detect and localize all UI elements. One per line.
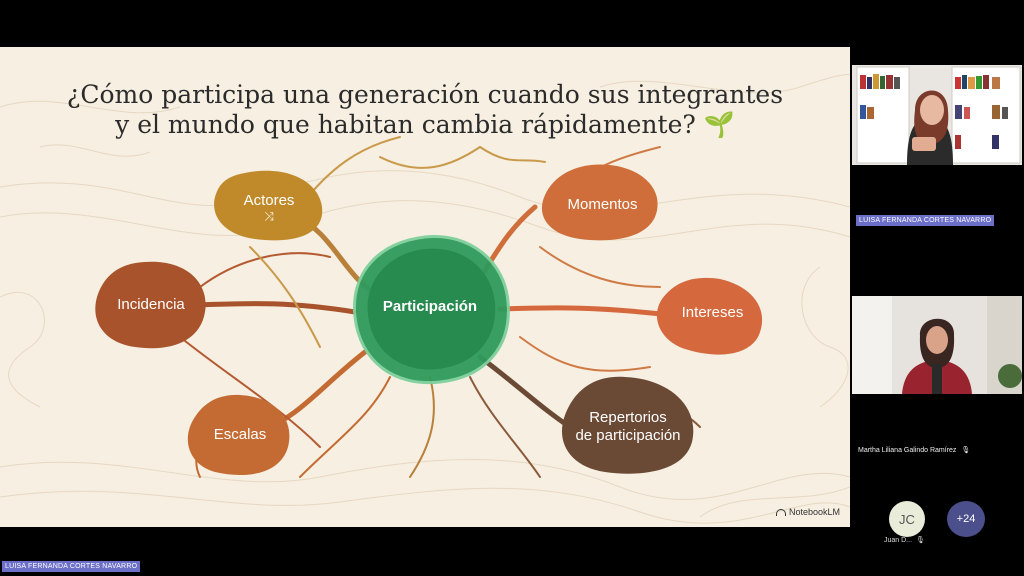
node-repertorios-label-line1: Repertorios	[589, 409, 667, 426]
more-participants-count: +24	[956, 513, 976, 525]
center-node-label: Participación	[382, 298, 478, 315]
participant-video-luisa	[852, 65, 1022, 165]
node-actores: Actores ⤨	[215, 187, 323, 227]
room-background	[852, 296, 1022, 394]
node-intereses-label: Intereses	[681, 304, 744, 321]
participant-avatar-jc[interactable]: JC	[889, 501, 925, 537]
more-participants-button[interactable]: +24	[947, 501, 985, 537]
node-momentos-label: Momentos	[567, 196, 638, 213]
shuffle-icon: ⤨	[264, 209, 274, 223]
node-incidencia-label: Incidencia	[117, 296, 185, 313]
notebooklm-label: NotebookLM	[788, 507, 840, 517]
participant-name-luisa: LUISA FERNANDA CORTES NAVARRO	[856, 215, 995, 226]
slide-title: ¿Cómo participa una generación cuando su…	[0, 80, 850, 140]
participant-video-martha	[852, 296, 1022, 394]
node-escalas-label: Escalas	[213, 426, 267, 443]
node-momentos: Momentos	[545, 187, 660, 223]
participant-tile-luisa[interactable]	[852, 65, 1022, 165]
node-intereses: Intereses	[660, 295, 765, 331]
slide-title-line2: y el mundo que habitan cambia rápidament…	[115, 110, 735, 139]
muted-mic-icon-juan: 🎙︎	[915, 537, 925, 544]
presenter-name-badge: LUISA FERNANDA CORTES NAVARRO	[2, 561, 141, 572]
participant-name-martha: Martha Liliana Galindo Ramírez 🎙︎	[858, 446, 970, 454]
seedling-icon: 🌱	[703, 110, 735, 139]
presentation-slide: ¿Cómo participa una generación cuando su…	[0, 47, 850, 527]
shared-screen: ¿Cómo participa una generación cuando su…	[0, 47, 850, 527]
participant-tile-martha[interactable]	[852, 296, 1022, 394]
node-incidencia: Incidencia	[95, 285, 207, 325]
muted-mic-icon: 🎙︎	[961, 447, 971, 454]
node-repertorios-label-line2: de participación	[575, 427, 681, 444]
slide-title-line1: ¿Cómo participa una generación cuando su…	[66, 80, 784, 109]
node-repertorios: Repertorios de participación	[562, 402, 694, 452]
notebooklm-branding: NotebookLM	[775, 507, 840, 517]
participant-name-juan-label: Juan D...	[884, 537, 913, 544]
participant-name-martha-label: Martha Liliana Galindo Ramírez	[858, 447, 957, 454]
center-node: Participación	[365, 277, 495, 337]
node-escalas: Escalas	[190, 417, 290, 453]
topographic-background	[0, 74, 850, 524]
bookshelf-background	[852, 65, 1022, 165]
notebooklm-logo-icon	[775, 508, 786, 516]
participant-name-juan: Juan D... 🎙︎	[884, 536, 925, 544]
node-actores-label: Actores	[243, 192, 295, 209]
avatar-initials-jc: JC	[899, 511, 915, 527]
